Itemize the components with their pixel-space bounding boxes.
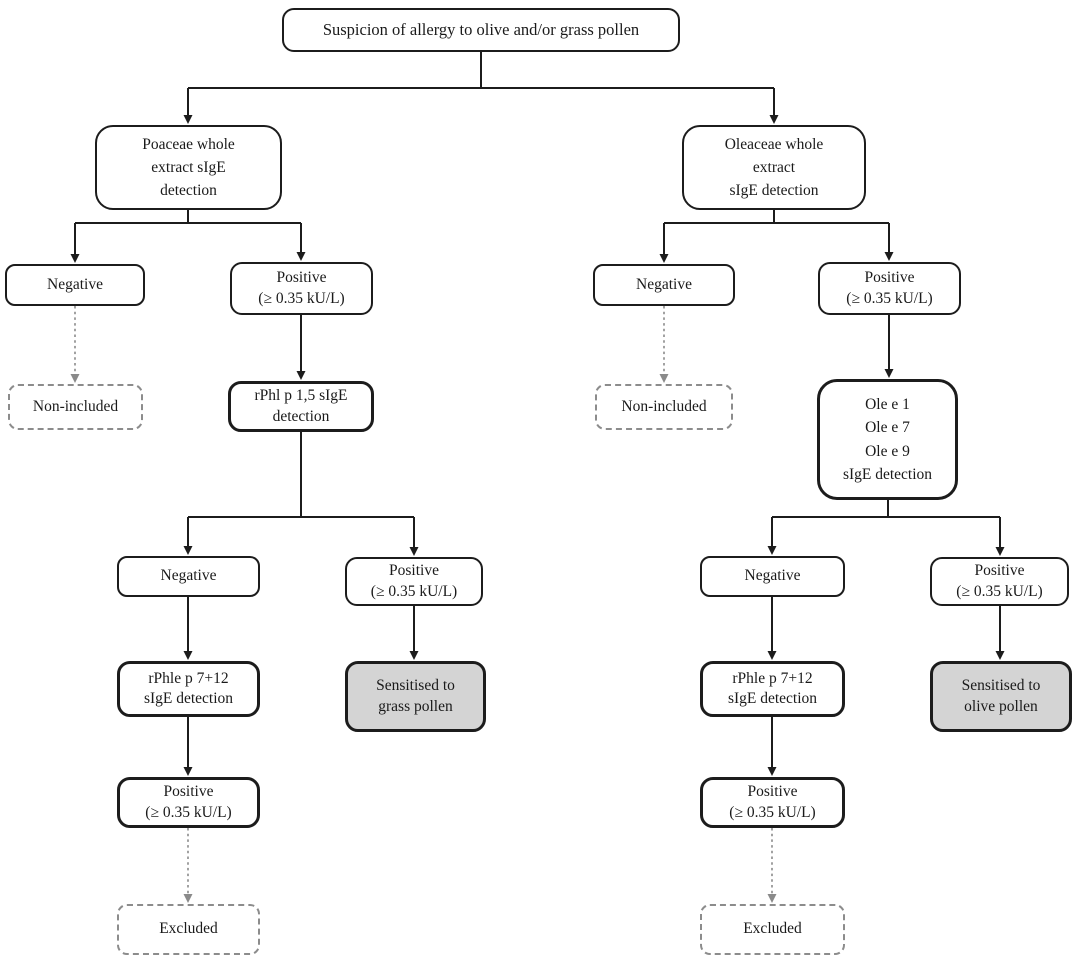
node-sensitised-olive: Sensitised to olive pollen — [930, 661, 1072, 732]
node-poaceae-extract: Poaceae whole extract sIgE detection — [95, 125, 282, 210]
node-root-suspicion: Suspicion of allergy to olive and/or gra… — [282, 8, 680, 52]
node-left-rphle-detection: rPhle p 7+12 sIgE detection — [117, 661, 260, 717]
node-left-excluded: Excluded — [117, 904, 260, 955]
node-left-positive-2: Positive (≥ 0.35 kU/L) — [345, 557, 483, 606]
node-right-negative-2: Negative — [700, 556, 845, 597]
node-left-negative-1: Negative — [5, 264, 145, 306]
node-left-positive-3: Positive (≥ 0.35 kU/L) — [117, 777, 260, 828]
node-right-non-included: Non-included — [595, 384, 733, 430]
node-right-rphle-detection: rPhle p 7+12 sIgE detection — [700, 661, 845, 717]
node-left-positive-1: Positive (≥ 0.35 kU/L) — [230, 262, 373, 315]
node-right-negative-1: Negative — [593, 264, 735, 306]
node-rphl-detection: rPhl p 1,5 sIgE detection — [228, 381, 374, 432]
node-right-positive-1: Positive (≥ 0.35 kU/L) — [818, 262, 961, 315]
node-oleaceae-extract: Oleaceae whole extract sIgE detection — [682, 125, 866, 210]
node-sensitised-grass: Sensitised to grass pollen — [345, 661, 486, 732]
node-right-excluded: Excluded — [700, 904, 845, 955]
node-right-positive-3: Positive (≥ 0.35 kU/L) — [700, 777, 845, 828]
node-left-negative-2: Negative — [117, 556, 260, 597]
node-ole-detection: Ole e 1 Ole e 7 Ole e 9 sIgE detection — [817, 379, 958, 500]
node-right-positive-2: Positive (≥ 0.35 kU/L) — [930, 557, 1069, 606]
node-left-non-included: Non-included — [8, 384, 143, 430]
